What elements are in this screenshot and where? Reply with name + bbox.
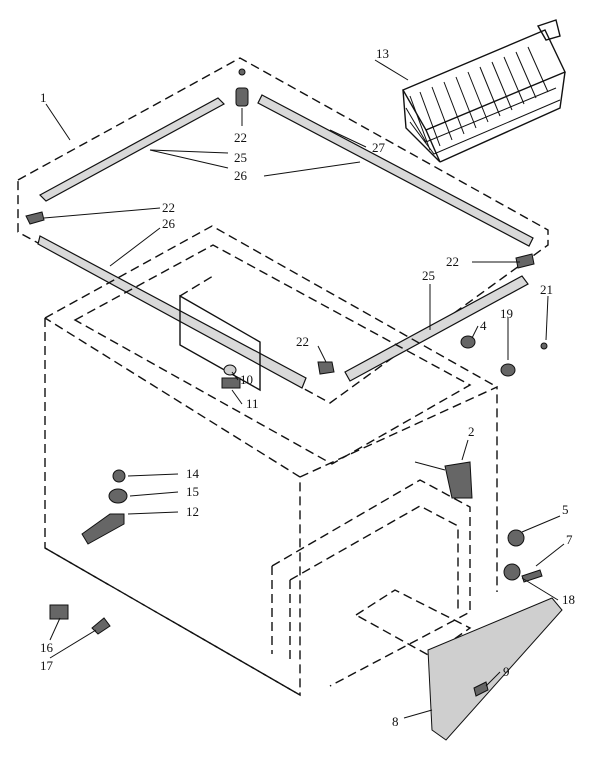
callout-21: 21	[540, 282, 553, 297]
lid-assembly	[17, 57, 549, 404]
callout-1: 1	[40, 90, 47, 105]
part-10-key	[223, 364, 237, 376]
callout-22-left: 22	[162, 200, 175, 215]
part-5-grommet	[507, 529, 525, 547]
part-16-bracket	[49, 604, 69, 620]
part-11-lock	[221, 377, 241, 389]
part-21-screw	[540, 342, 548, 350]
callout-labels: 1 2 4 5 7 8 9 10 11 12 13 14 15 16 17 18…	[40, 46, 575, 729]
callout-4: 4	[480, 318, 487, 333]
part-9-screw	[473, 681, 489, 697]
corner-clip-22-right	[515, 253, 535, 269]
callout-26-front: 26	[162, 216, 176, 231]
hardware-parts	[49, 335, 563, 741]
part-18-grommet	[503, 563, 521, 581]
callout-14: 14	[186, 466, 200, 481]
lid-gasket-strip-25-right	[344, 275, 529, 382]
callout-25-left: 25	[234, 150, 247, 165]
callout-11: 11	[246, 396, 259, 411]
callout-17: 17	[40, 658, 54, 673]
callout-15: 15	[186, 484, 199, 499]
callout-27: 27	[372, 140, 386, 155]
callout-13: 13	[376, 46, 389, 61]
hinge-spring-22-top	[235, 87, 249, 107]
callout-7: 7	[566, 532, 573, 547]
callout-5: 5	[562, 502, 569, 517]
callout-19: 19	[500, 306, 513, 321]
callout-22-front: 22	[296, 334, 309, 349]
callout-9: 9	[503, 664, 510, 679]
part-17-screw	[91, 617, 111, 635]
callout-22-right: 22	[446, 254, 459, 269]
part-2-thermostat	[444, 461, 473, 499]
part-8-access-cover	[427, 597, 563, 741]
part-12-drain-tube	[81, 513, 125, 545]
callout-25-right: 25	[422, 268, 435, 283]
part-7-screw	[521, 569, 543, 583]
part-4-bumper	[460, 335, 476, 349]
part-19-cap	[500, 363, 516, 377]
leader-lines	[43, 59, 565, 719]
lid-gasket-strip-27	[257, 94, 534, 247]
lid-gasket-strip-26-front	[37, 235, 307, 389]
corner-clip-22-front	[317, 361, 335, 375]
wire-basket-13	[401, 19, 566, 163]
corner-clip-22-left	[25, 211, 45, 225]
part-15-drain-washer	[108, 488, 128, 504]
callout-16: 16	[40, 640, 54, 655]
callout-22-top: 22	[234, 130, 247, 145]
part-14-drain-cap	[112, 469, 126, 483]
callout-10: 10	[240, 372, 253, 387]
callout-26-top: 26	[234, 168, 248, 183]
cabinet-body	[44, 225, 498, 697]
lid-gasket-strip-25-left	[39, 97, 225, 202]
callout-18: 18	[562, 592, 575, 607]
callout-8: 8	[392, 714, 399, 729]
hinge-screw	[238, 68, 246, 76]
callout-12: 12	[186, 504, 199, 519]
callout-2: 2	[468, 424, 475, 439]
